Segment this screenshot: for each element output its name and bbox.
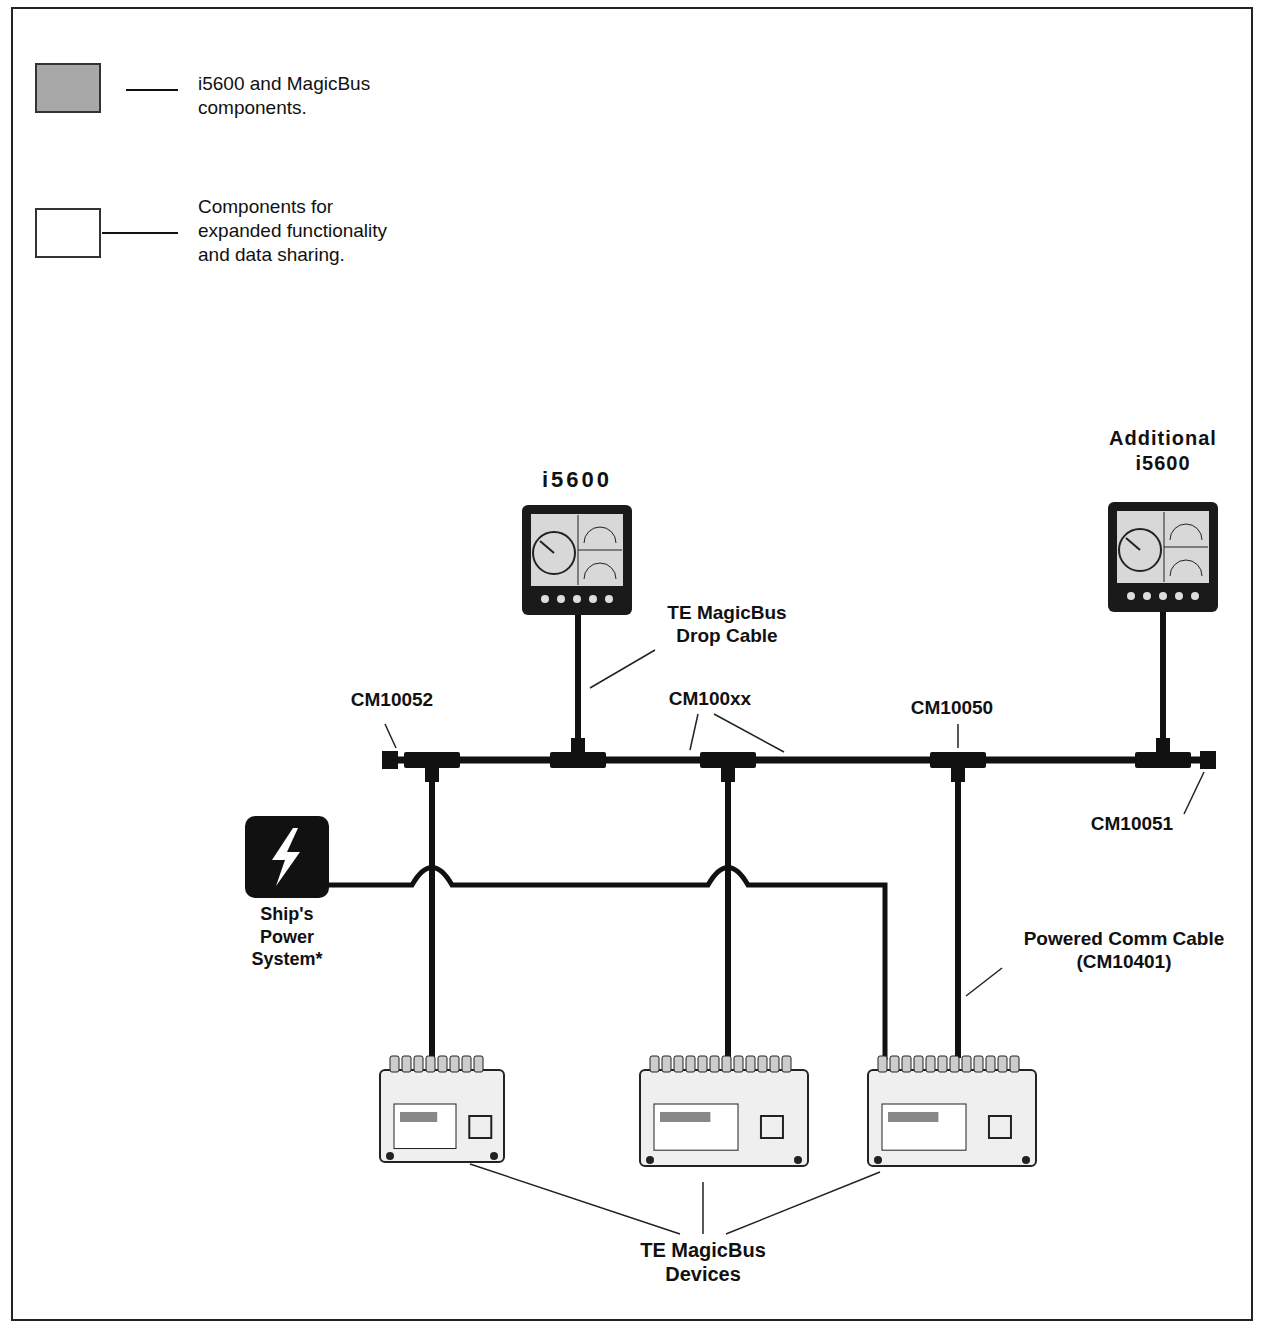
terminator (1200, 751, 1216, 769)
callout-label: Powered Comm Cable (CM10401) (1004, 928, 1244, 974)
power-icon (245, 816, 329, 898)
leader-line (726, 1172, 880, 1234)
legend-text: Components for expanded functionality an… (198, 195, 413, 266)
tee-stem (425, 760, 439, 782)
part-number: CM10052 (327, 689, 457, 712)
tee-connectors (382, 738, 1216, 782)
leader-line (702, 1182, 704, 1234)
leader-line (966, 968, 1002, 996)
tee-stem (1156, 738, 1170, 760)
tee-stem (951, 760, 965, 782)
node-heading: i5600 (502, 466, 652, 494)
node-heading: Additional i5600 (1101, 426, 1225, 476)
cables (328, 612, 1206, 1060)
display-unit (1108, 502, 1218, 612)
part-number: CM10050 (887, 697, 1017, 720)
leader-line (590, 650, 655, 688)
leader-line (385, 724, 396, 748)
legend-text: i5600 and MagicBus components. (198, 72, 413, 120)
callout-label: TE MagicBus Devices (623, 1238, 783, 1286)
part-number: CM10051 (1067, 813, 1197, 836)
leader-line (714, 714, 784, 752)
leader-line (470, 1164, 680, 1234)
tee-stem (571, 738, 585, 760)
leader-line (690, 714, 698, 750)
magicbus-device (380, 1056, 504, 1162)
leader-line (1184, 772, 1204, 814)
legend-line (102, 232, 178, 234)
magicbus-device (640, 1056, 808, 1166)
legend-line (126, 89, 178, 91)
page-frame (12, 8, 1252, 1320)
callout-label: TE MagicBus Drop Cable (647, 602, 807, 648)
drop-cable (1160, 612, 1166, 760)
leader-line (957, 724, 959, 748)
display-node: i5600 (502, 466, 652, 494)
tee-stem (721, 760, 735, 782)
drop-cable (429, 760, 435, 1058)
node-heading: Ship's Power System* (241, 903, 333, 971)
legend-swatch (35, 208, 101, 258)
drop-cable (955, 760, 961, 1058)
magicbus-device (868, 1056, 1036, 1166)
display-unit (522, 505, 632, 615)
power-source: Ship's Power System* (241, 903, 333, 971)
backbone-cable (392, 757, 1206, 764)
part-number: CM100xx (645, 688, 775, 711)
power-cable (328, 868, 885, 1061)
drop-cable (725, 760, 731, 1058)
terminator (382, 751, 398, 769)
display-node: Additional i5600 (1101, 426, 1225, 476)
legend-swatch (35, 63, 101, 113)
